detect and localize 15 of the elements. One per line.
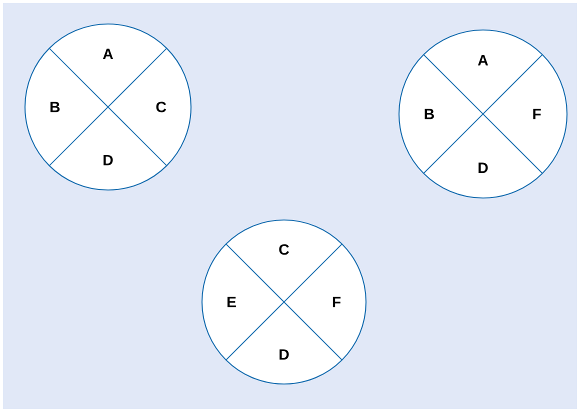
- quadrant-letter: C: [279, 244, 289, 255]
- quadrant-letter: D: [104, 154, 113, 166]
- quadrant-circle: [24, 23, 192, 191]
- quadrant-letter: D: [280, 349, 289, 360]
- quadrant-letter: F: [332, 296, 341, 308]
- quadrant-circle: [398, 29, 568, 199]
- quadrant-letter: C: [156, 102, 166, 112]
- quadrant-letter: D: [478, 162, 488, 173]
- quadrant-letter: A: [102, 48, 114, 60]
- quadrant-letter: B: [424, 108, 434, 120]
- quadrant-circle: [201, 219, 367, 385]
- quadrant-letter: F: [533, 108, 541, 120]
- quadrant-letter: B: [50, 102, 60, 112]
- quadrant-letter: E: [228, 296, 236, 308]
- quadrant-letter: A: [478, 55, 488, 66]
